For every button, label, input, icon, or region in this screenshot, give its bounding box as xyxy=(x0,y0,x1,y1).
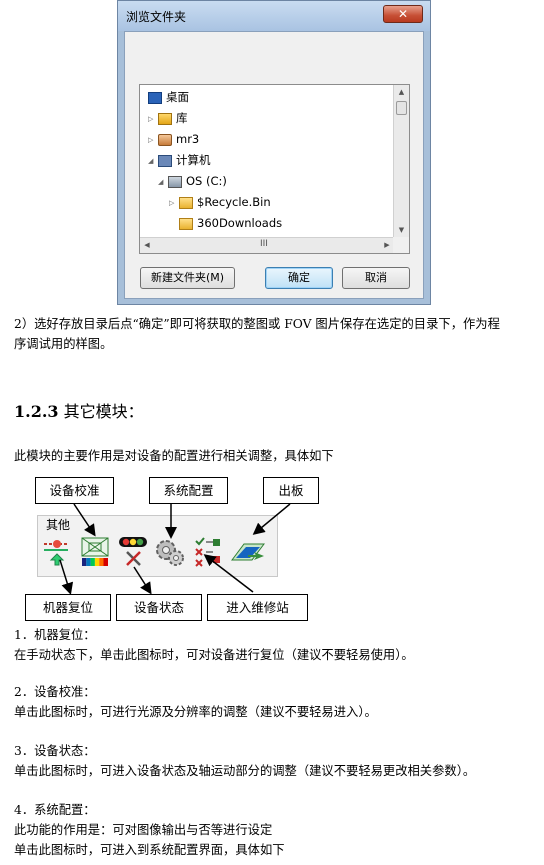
tree-item-label: 库 xyxy=(176,111,188,125)
expand-arrow-icon[interactable]: ▷ xyxy=(169,198,175,207)
tree-item-desktop[interactable]: 桌面 xyxy=(148,87,189,107)
vertical-scrollbar[interactable]: ▲ ▼ xyxy=(393,85,409,237)
item2-desc: 单击此图标时，可进行光源及分辨率的调整（建议不要轻易进入）。 xyxy=(14,705,377,719)
expand-arrow-icon[interactable]: ▷ xyxy=(148,135,154,144)
step2-line1: 2）选好存放目录后点“确定”即可将获取的整图或 FOV 图片保存在选定的目录下，… xyxy=(14,317,500,331)
section-number: 1.2.3 xyxy=(14,402,59,421)
callout-reset: 机器复位 xyxy=(25,594,111,621)
scroll-thumb[interactable] xyxy=(396,101,407,115)
library-icon xyxy=(158,112,172,125)
machine-reset-icon[interactable] xyxy=(42,536,72,568)
scroll-left-arrow-icon[interactable]: ◀ xyxy=(144,241,150,249)
system-config-icon[interactable] xyxy=(155,536,185,568)
other-toolbar: 其他 xyxy=(37,515,278,577)
tree-item-360downloads[interactable]: 360Downloads xyxy=(179,213,282,233)
scroll-up-arrow-icon[interactable]: ▲ xyxy=(398,88,405,96)
tree-item-label: OS (C:) xyxy=(186,174,227,188)
item4-desc1: 此功能的作用是：可对图像输出与否等进行设定 xyxy=(14,823,273,837)
collapse-arrow-icon[interactable]: ◢ xyxy=(158,177,164,186)
item3-desc: 单击此图标时，可进入设备状态及轴运动部分的调整（建议不要轻易更改相关参数）。 xyxy=(14,764,476,778)
computer-icon xyxy=(158,154,172,167)
item1-title: 1．机器复位： xyxy=(14,628,96,642)
dialog-titlebar: 浏览文件夹 ✕ xyxy=(118,1,430,31)
repair-station-icon[interactable] xyxy=(193,536,223,568)
callout-sysconfig: 系统配置 xyxy=(149,477,228,504)
horizontal-scrollbar[interactable]: ◀ III ▶ xyxy=(140,237,394,253)
item1-desc: 在手动状态下，单击此图标时，可对设备进行复位（建议不要轻易使用）。 xyxy=(14,648,414,662)
expand-arrow-icon[interactable]: ▷ xyxy=(148,114,154,123)
scroll-right-arrow-icon[interactable]: ▶ xyxy=(384,241,390,249)
item4-title: 4．系统配置： xyxy=(14,803,96,817)
intro-text: 此模块的主要作用是对设备的配置进行相关调整，具体如下 xyxy=(14,449,334,463)
scrollbar-corner xyxy=(393,237,409,253)
tree-item-label: $Recycle.Bin xyxy=(197,195,271,209)
dialog-title: 浏览文件夹 xyxy=(126,10,187,24)
tree-item-label: 360Downloads xyxy=(197,216,283,230)
callout-calibrate: 设备校准 xyxy=(35,477,114,504)
tree-item-computer[interactable]: ◢ 计算机 xyxy=(148,150,211,170)
new-folder-button[interactable]: 新建文件夹(M) xyxy=(140,267,235,289)
cancel-button[interactable]: 取消 xyxy=(342,267,410,289)
scroll-grip[interactable]: III xyxy=(260,239,268,249)
tree-item-mr3[interactable]: ▷ mr3 xyxy=(148,129,199,149)
tree-item-label: 计算机 xyxy=(176,153,211,167)
tree-item-label: 桌面 xyxy=(166,90,189,104)
locked-folder-icon xyxy=(179,196,193,209)
section-title: 其它模块： xyxy=(58,402,144,421)
scroll-down-arrow-icon[interactable]: ▼ xyxy=(398,226,405,234)
tree-item-recycle-bin[interactable]: ▷ $Recycle.Bin xyxy=(169,192,271,212)
tree-item-label: mr3 xyxy=(176,132,200,146)
callout-board: 出板 xyxy=(263,477,319,504)
tree-item-library[interactable]: ▷库 xyxy=(148,108,188,128)
device-calibrate-icon[interactable] xyxy=(80,536,110,568)
user-folder-icon xyxy=(158,133,172,146)
section-heading: 1.2.3 其它模块： xyxy=(14,398,144,422)
desktop-icon xyxy=(148,91,162,104)
collapse-arrow-icon[interactable]: ◢ xyxy=(148,156,154,165)
close-button[interactable]: ✕ xyxy=(383,5,423,23)
board-out-icon[interactable] xyxy=(230,536,266,568)
item3-title: 3．设备状态： xyxy=(14,744,96,758)
device-status-icon[interactable] xyxy=(118,536,148,568)
item4-desc2: 单击此图标时，可进入到系统配置界面，具体如下 xyxy=(14,843,285,857)
toolbar-title: 其他 xyxy=(46,518,71,532)
folder-tree[interactable]: 桌面 ▷库 ▷mr3 ◢计算机 ◢OS (C:) ▷$Recycle.Bin 3… xyxy=(139,84,410,254)
callout-repair: 进入维修站 xyxy=(207,594,308,621)
drive-icon xyxy=(168,175,182,188)
folder-icon xyxy=(179,217,193,230)
tree-item-os-drive[interactable]: ◢ OS (C:) xyxy=(158,171,227,191)
step2-line2: 序调试用的样图。 xyxy=(14,337,113,351)
callout-status: 设备状态 xyxy=(116,594,202,621)
ok-button[interactable]: 确定 xyxy=(265,267,333,289)
item2-title: 2．设备校准： xyxy=(14,685,96,699)
